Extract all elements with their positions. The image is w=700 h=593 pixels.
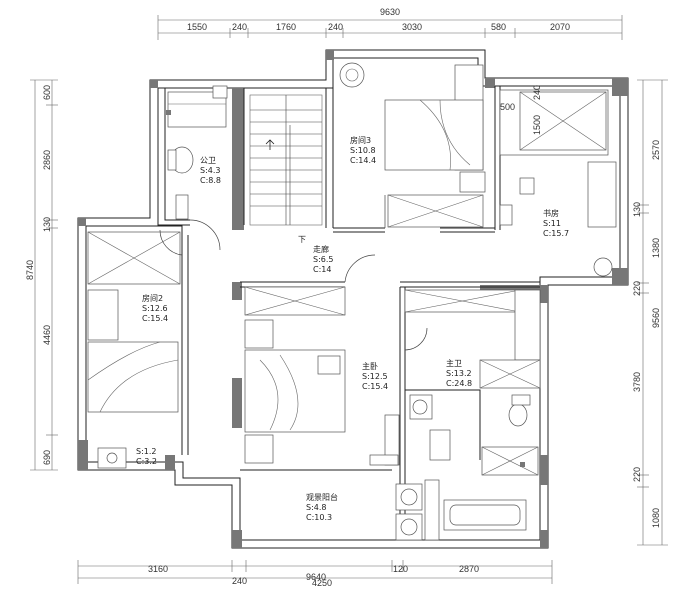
- room-perimeter-master-bedroom: C:15.4: [362, 382, 388, 391]
- room-name-master-bath: 主卫: [446, 358, 462, 368]
- staircase: 下: [249, 94, 323, 244]
- room-perimeter-view-balcony: C:10.3: [306, 513, 332, 522]
- study-inner-dim-w: 500: [500, 102, 515, 112]
- room-area-master-bedroom: S:12.5: [362, 372, 388, 381]
- top-dim-3: 1760: [276, 22, 296, 32]
- room-area-room3: S:10.8: [350, 146, 376, 155]
- small-balcony-furniture: [97, 447, 127, 469]
- bottom-dim-2: 240: [232, 576, 247, 586]
- left-dim-2: 2860: [42, 150, 52, 170]
- bottom-dim-5: 2870: [459, 564, 479, 574]
- structural-columns: [78, 50, 628, 548]
- left-dimension-lines: 8740 600 2860 130 4460 690: [25, 79, 58, 471]
- top-dimension-lines: 9630 1550 240 1760 240 3030 580 2070: [157, 7, 623, 40]
- room-labels: 公卫 S:4.3 C:8.8 房间3 S:10.8 C:14.4 书房 S:11…: [136, 135, 569, 522]
- room-perimeter-corridor: C:14: [313, 265, 331, 274]
- bottom-dimension-lines: 3160 240 4250 9640 120 2870: [77, 560, 553, 588]
- room2-bed: [87, 341, 179, 413]
- top-dim-5: 3030: [402, 22, 422, 32]
- room-perimeter-public-bath: C:8.8: [200, 176, 221, 185]
- top-total-dim: 9630: [380, 7, 400, 17]
- room-area-study: S:11: [543, 219, 561, 228]
- master-toilet: [508, 403, 528, 427]
- right-dim-1: 2570: [651, 140, 661, 160]
- master-bedroom-furniture: [244, 286, 400, 466]
- room-name-room3: 房间3: [350, 135, 371, 145]
- room-name-corridor: 走廊: [313, 244, 329, 254]
- top-dim-6: 580: [491, 22, 506, 32]
- plant-icon: [593, 257, 613, 277]
- room-name-room2: 房间2: [142, 293, 163, 303]
- room-perimeter-room3: C:14.4: [350, 156, 376, 165]
- room-area-master-bath: S:13.2: [446, 369, 472, 378]
- room-area-corridor: S:6.5: [313, 255, 334, 264]
- bottom-dim-3: 4250: [312, 578, 332, 588]
- right-dim-2: 130: [632, 202, 642, 217]
- stair-down-label: 下: [298, 235, 306, 244]
- bottom-dim-1: 3160: [148, 564, 168, 574]
- top-dim-2: 240: [232, 22, 247, 32]
- room-name-view-balcony: 观景阳台: [306, 492, 338, 502]
- left-dim-5: 690: [42, 450, 52, 465]
- room-area-view-balcony: S:4.8: [306, 503, 327, 512]
- public-bath-fixtures: [166, 85, 228, 220]
- room-name-master-bedroom: 主卧: [362, 361, 378, 371]
- view-balcony-fixtures: [395, 479, 440, 541]
- right-dimension-lines: 2570 130 1380 220 9560 3780 220 1080: [632, 79, 668, 546]
- left-dim-4: 4460: [42, 325, 52, 345]
- top-dim-1: 1550: [187, 22, 207, 32]
- right-dim-3: 1380: [651, 238, 661, 258]
- doors: [159, 195, 428, 351]
- room-area-room2: S:12.6: [142, 304, 168, 313]
- room2-furniture: [87, 231, 181, 413]
- room3-furniture: [339, 62, 486, 228]
- top-dim-4: 240: [328, 22, 343, 32]
- study-furniture: 500 240 1500: [499, 85, 617, 277]
- room-perimeter-master-bath: C:24.8: [446, 379, 472, 388]
- room3-bed: [384, 99, 484, 171]
- bottom-dim-4: 120: [393, 564, 408, 574]
- study-inner-dim-h2: 1500: [532, 115, 542, 135]
- plant-icon: [339, 62, 365, 88]
- room-name-public-bath: 公卫: [200, 156, 216, 165]
- room-name-study: 书房: [543, 208, 559, 218]
- right-dim-4: 220: [632, 281, 642, 296]
- study-inner-dim-h1: 240: [532, 85, 542, 100]
- master-bath-fixtures: [404, 289, 541, 531]
- room-perimeter-study: C:15.7: [543, 229, 569, 238]
- room-area-small-balcony: S:1.2: [136, 447, 157, 456]
- left-total-dim: 8740: [25, 260, 35, 280]
- top-dim-7: 2070: [550, 22, 570, 32]
- room-perimeter-small-balcony: C:3.2: [136, 457, 157, 466]
- left-dim-1: 600: [42, 85, 52, 100]
- right-total-dim: 9560: [651, 308, 661, 328]
- left-dim-3: 130: [42, 217, 52, 232]
- right-dim-7: 1080: [651, 508, 661, 528]
- room-area-public-bath: S:4.3: [200, 166, 221, 175]
- bottom-total-dim: 9640: [306, 572, 326, 582]
- room-perimeter-room2: C:15.4: [142, 314, 168, 323]
- right-dim-5: 3780: [632, 372, 642, 392]
- right-dim-6: 220: [632, 467, 642, 482]
